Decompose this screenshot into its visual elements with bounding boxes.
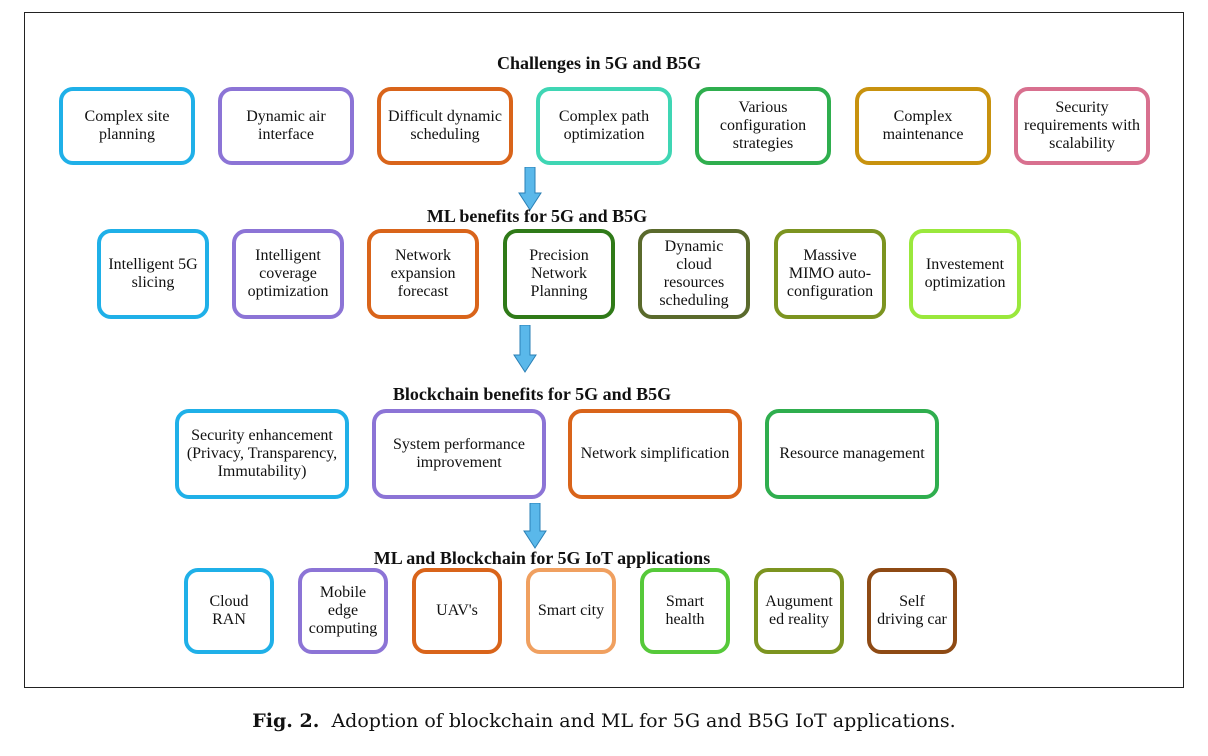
section-heading-challenges: Challenges in 5G and B5G: [496, 53, 702, 73]
ml-benefit-box-1: Intelligent 5G slicing: [97, 229, 209, 319]
ml-benefit-box-3: Network expansion forecast: [367, 229, 479, 319]
blockchain-benefit-box-4: Resource management: [765, 409, 939, 499]
challenge-box-3: Difficult dynamic scheduling: [377, 87, 513, 165]
iot-app-box-5: Smart health: [640, 568, 730, 654]
blockchain-benefit-box-3: Network simplification: [568, 409, 742, 499]
figure-caption: Fig. 2. Adoption of blockchain and ML fo…: [0, 710, 1208, 732]
challenge-box-5: Various configuration strategies: [695, 87, 831, 165]
challenge-box-1: Complex site planning: [59, 87, 195, 165]
iot-app-box-3: UAV's: [412, 568, 502, 654]
blockchain-benefit-box-1: Security enhancement (Privacy, Transpare…: [175, 409, 349, 499]
figure-frame: Challenges in 5G and B5G Complex site pl…: [24, 12, 1184, 688]
iot-app-box-6: Augument ed reality: [754, 568, 844, 654]
down-arrow-icon: [518, 167, 542, 211]
challenge-box-4: Complex path optimization: [536, 87, 672, 165]
challenge-box-7: Security requirements with scalability: [1014, 87, 1150, 165]
ml-benefit-box-6: Massive MIMO auto- configuration: [774, 229, 886, 319]
challenge-box-6: Complex maintenance: [855, 87, 991, 165]
section-heading-ml-benefits: ML benefits for 5G and B5G: [426, 206, 648, 226]
ml-benefit-box-2: Intelligent coverage optimization: [232, 229, 344, 319]
iot-app-box-1: Cloud RAN: [184, 568, 274, 654]
down-arrow-icon: [513, 325, 537, 373]
ml-benefit-box-7: Investement optimization: [909, 229, 1021, 319]
ml-benefit-box-5: Dynamic cloud resources scheduling: [638, 229, 750, 319]
blockchain-benefit-box-2: System performance improvement: [372, 409, 546, 499]
iot-app-box-2: Mobile edge computing: [298, 568, 388, 654]
iot-app-box-4: Smart city: [526, 568, 616, 654]
section-heading-blockchain-benefits: Blockchain benefits for 5G and B5G: [392, 384, 672, 404]
section-heading-iot-applications: ML and Blockchain for 5G IoT application…: [373, 548, 711, 568]
challenge-box-2: Dynamic air interface: [218, 87, 354, 165]
iot-app-box-7: Self driving car: [867, 568, 957, 654]
figure-label: Fig. 2.: [252, 710, 320, 732]
caption-text: Adoption of blockchain and ML for 5G and…: [331, 710, 956, 732]
down-arrow-icon: [523, 503, 547, 549]
ml-benefit-box-4: Precision Network Planning: [503, 229, 615, 319]
